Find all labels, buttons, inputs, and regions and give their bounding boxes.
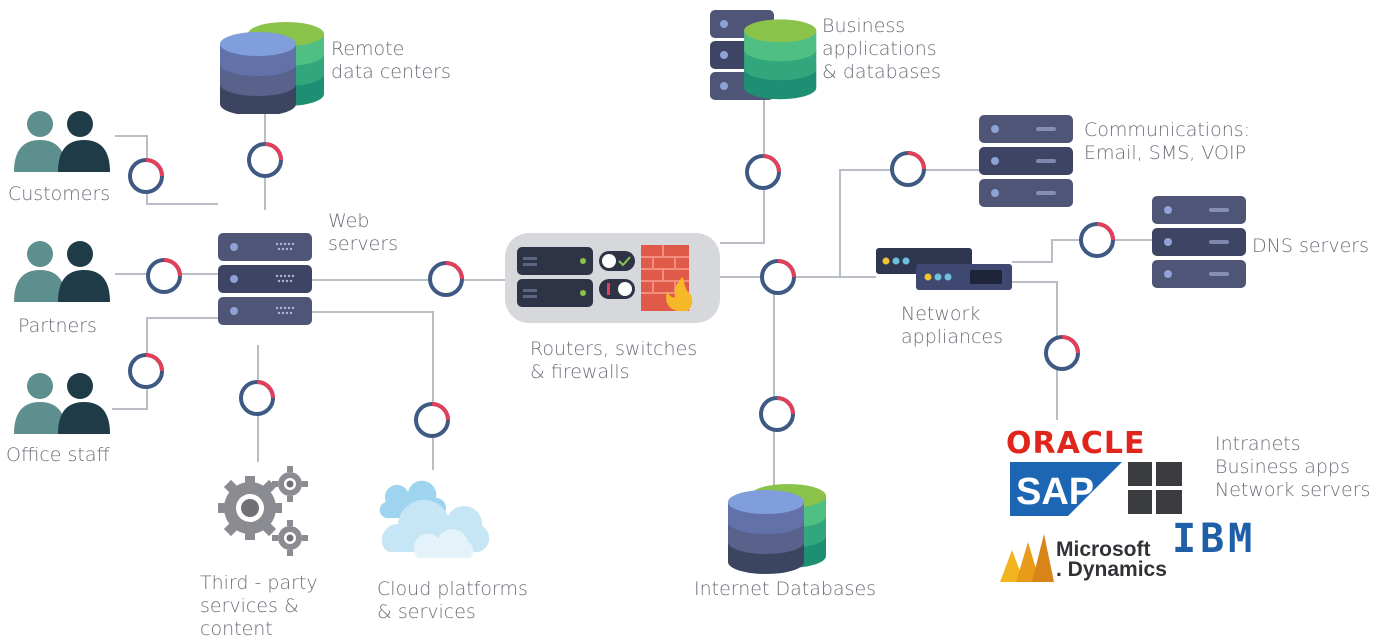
- database-icon: [728, 484, 826, 574]
- sap-text: SAP: [1016, 471, 1094, 513]
- line-enterprise: [1012, 281, 1058, 420]
- label-internet-databases: Internet Databases: [694, 578, 877, 600]
- monitor-ring-icon: [146, 258, 182, 294]
- label-network-appliances: Network appliances: [901, 303, 1004, 348]
- people-icon: [14, 241, 110, 302]
- cloud-icon: [379, 480, 490, 558]
- monitor-ring-icon: [890, 151, 926, 187]
- firewall-icon: [641, 245, 693, 311]
- monitor-ring-icon: [414, 402, 450, 438]
- label-business-apps: Business applications & databases: [822, 15, 941, 83]
- label-remote-data-centers: Remote data centers: [331, 38, 451, 83]
- router-icon: [505, 233, 720, 323]
- people-icon: [14, 373, 110, 434]
- monitor-ring-icon: [745, 154, 781, 190]
- monitor-ring-icon: [1079, 222, 1115, 258]
- ibm-logo: IBM: [1172, 516, 1257, 562]
- label-cloud: Cloud platforms & services: [377, 578, 528, 623]
- oracle-logo: ORACLE: [1006, 426, 1146, 461]
- monitor-ring-icon: [759, 396, 795, 432]
- monitor-ring-icon: [128, 353, 164, 389]
- label-routers: Routers, switches & firewalls: [530, 338, 698, 383]
- microsoft-dynamics-logo: Microsoft . Dynamics: [1056, 538, 1167, 581]
- monitor-ring-icon: [128, 158, 164, 194]
- server-rack-icon: [1152, 196, 1246, 288]
- monitor-ring-icon: [760, 259, 796, 295]
- label-dns-servers: DNS servers: [1252, 235, 1369, 257]
- monitor-ring-icon: [1044, 335, 1080, 371]
- line-comm: [839, 169, 980, 277]
- network-appliance-icon: [876, 248, 1012, 290]
- database-icon: [220, 22, 324, 114]
- label-web-servers: Web servers: [328, 210, 399, 255]
- microsoft-dynamics-icon: [1000, 534, 1054, 582]
- label-office-staff: Office staff: [6, 444, 110, 466]
- monitor-ring-icon: [239, 380, 275, 416]
- monitor-ring-icon: [428, 261, 464, 297]
- server-rack-icon: [979, 115, 1073, 207]
- server-rack-icon: [218, 233, 312, 325]
- label-enterprise-systems: Intranets Business apps Network servers: [1215, 433, 1371, 501]
- label-customers: Customers: [8, 183, 111, 205]
- monitor-ring-icon: [247, 142, 283, 178]
- label-communications: Communications: Email, SMS, VOIP: [1084, 119, 1251, 164]
- people-icon: [14, 111, 110, 172]
- gear-icon: [218, 466, 308, 556]
- line-business: [720, 100, 765, 244]
- label-third-party: Third - party services & content: [200, 572, 318, 640]
- server-rack-icon: [710, 10, 817, 100]
- sap-logo: SAP: [1010, 462, 1122, 516]
- windows-logo-icon: [1128, 462, 1182, 514]
- label-partners: Partners: [18, 315, 97, 337]
